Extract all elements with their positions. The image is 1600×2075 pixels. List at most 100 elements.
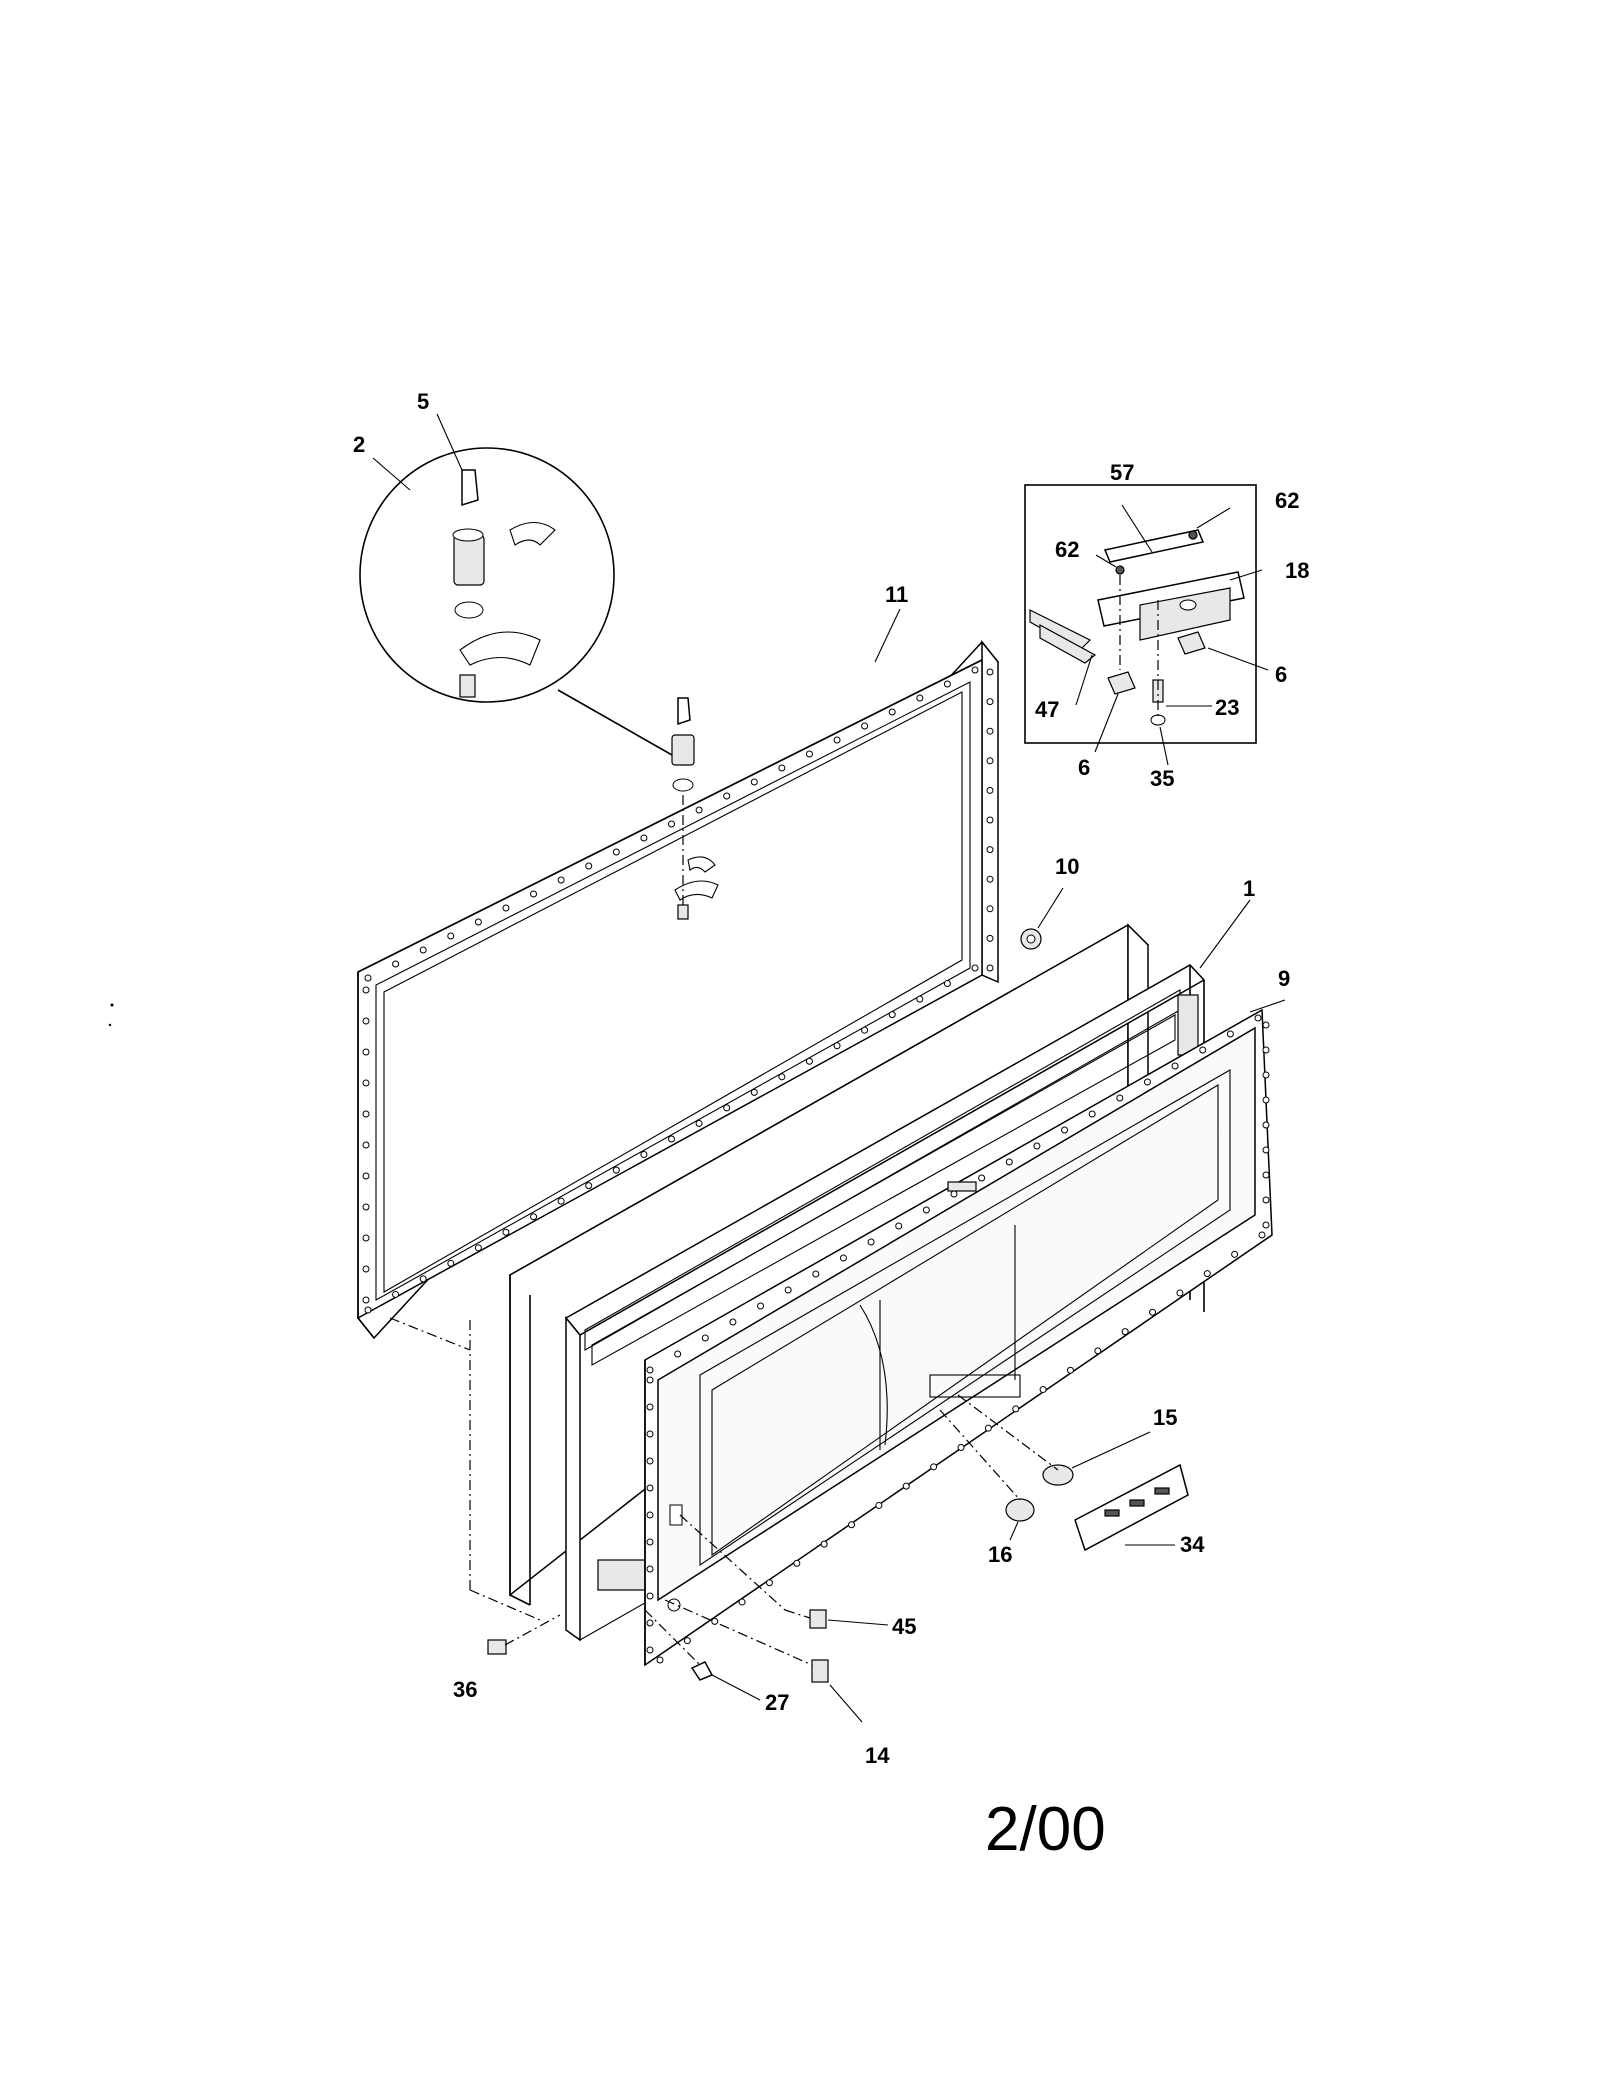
liner-hole bbox=[1033, 1142, 1041, 1150]
gasket-hole bbox=[986, 816, 994, 824]
liner-hole bbox=[765, 1579, 773, 1587]
liner-hole bbox=[1262, 1171, 1270, 1179]
liner-hole bbox=[793, 1559, 801, 1567]
liner-hole bbox=[646, 1646, 654, 1654]
gasket-hole bbox=[362, 1172, 370, 1180]
gasket-hole bbox=[362, 1141, 370, 1149]
liner-hole bbox=[1262, 1021, 1270, 1029]
liner-hole bbox=[1199, 1046, 1207, 1054]
gasket-hole bbox=[362, 1203, 370, 1211]
callout-27: 27 bbox=[765, 1690, 789, 1715]
gasket-hole bbox=[943, 980, 951, 988]
gasket-hole bbox=[668, 820, 675, 828]
liner-hole bbox=[757, 1302, 765, 1310]
callout-57: 57 bbox=[1110, 460, 1134, 485]
gasket-hole bbox=[695, 1119, 703, 1127]
liner-hole bbox=[875, 1501, 883, 1509]
liner-hole bbox=[1176, 1289, 1184, 1297]
gasket-hole bbox=[723, 1104, 731, 1112]
gasket-hole bbox=[362, 1296, 370, 1304]
callout-15: 15 bbox=[1153, 1405, 1177, 1430]
gasket-hole bbox=[971, 964, 979, 972]
gasket-hole bbox=[362, 1265, 370, 1273]
gasket-hole bbox=[986, 757, 994, 765]
liner-hole bbox=[957, 1444, 965, 1451]
gasket-hole bbox=[612, 1166, 620, 1174]
callout-18: 18 bbox=[1285, 558, 1309, 583]
part-9-inner-liner bbox=[644, 1008, 1273, 1667]
liner-hole bbox=[867, 1238, 875, 1246]
gasket-hole bbox=[861, 1026, 869, 1034]
gasket-hole bbox=[986, 786, 994, 794]
gasket-hole bbox=[668, 1135, 675, 1143]
liner-hole bbox=[1262, 1121, 1270, 1129]
liner-hole bbox=[729, 1318, 737, 1326]
liner-hole bbox=[1258, 1231, 1266, 1239]
part-27-screw bbox=[644, 1609, 761, 1701]
part-36-clip bbox=[389, 1317, 561, 1655]
liner-hole bbox=[683, 1637, 691, 1645]
gasket-hole bbox=[364, 974, 372, 982]
gasket-hole bbox=[419, 946, 427, 954]
lock-parts-exploded bbox=[671, 697, 719, 920]
gasket-hole bbox=[474, 1244, 482, 1252]
callout-6: 6 bbox=[1275, 662, 1287, 687]
gasket-hole bbox=[986, 846, 994, 854]
gasket-hole bbox=[805, 750, 813, 758]
part-11-lid-frame bbox=[357, 639, 999, 1340]
part-14-fastener bbox=[664, 1599, 863, 1723]
hinge-inset bbox=[1024, 484, 1269, 766]
liner-hole bbox=[1039, 1386, 1047, 1394]
gasket-hole bbox=[750, 1088, 758, 1096]
liner-hole bbox=[978, 1174, 986, 1182]
liner-hole bbox=[950, 1190, 958, 1198]
liner-hole bbox=[646, 1538, 654, 1546]
liner-hole bbox=[848, 1521, 856, 1529]
gasket-hole bbox=[362, 1110, 370, 1118]
speck bbox=[108, 1023, 112, 1027]
liner-hole bbox=[922, 1206, 930, 1214]
gasket-hole bbox=[723, 792, 731, 800]
callout-62: 62 bbox=[1055, 537, 1079, 562]
gasket-hole bbox=[888, 1011, 896, 1019]
liner-hole bbox=[711, 1617, 719, 1625]
liner-hole bbox=[930, 1463, 938, 1471]
callout-36: 36 bbox=[453, 1677, 477, 1702]
callout-2: 2 bbox=[353, 432, 365, 457]
gasket-hole bbox=[833, 736, 841, 744]
liner-hole bbox=[839, 1254, 847, 1262]
liner-hole bbox=[656, 1656, 664, 1664]
liner-hole bbox=[1094, 1347, 1102, 1355]
liner-hole bbox=[812, 1270, 820, 1278]
liner-hole bbox=[1254, 1014, 1262, 1022]
liner-hole bbox=[1005, 1158, 1013, 1166]
part-34-handle-cover bbox=[1074, 1463, 1189, 1552]
gasket-hole bbox=[419, 1275, 427, 1283]
liner-hole bbox=[646, 1376, 654, 1384]
gasket-hole bbox=[986, 934, 994, 942]
gasket-hole bbox=[557, 876, 565, 884]
gasket-hole bbox=[392, 960, 400, 968]
liner-hole bbox=[646, 1430, 654, 1438]
callout-14: 14 bbox=[865, 1743, 890, 1768]
revision-date: 2/00 bbox=[985, 1795, 1106, 1864]
gasket-hole bbox=[530, 890, 538, 898]
liner-hole bbox=[1262, 1146, 1270, 1154]
callout-35: 35 bbox=[1150, 766, 1174, 791]
callout-11: 11 bbox=[885, 582, 908, 607]
gasket-hole bbox=[362, 1048, 370, 1056]
liner-hole bbox=[1226, 1030, 1234, 1038]
gasket-hole bbox=[695, 806, 703, 814]
gasket-hole bbox=[986, 875, 994, 883]
part-45-switch bbox=[679, 1514, 889, 1629]
gasket-hole bbox=[778, 764, 786, 772]
liner-hole bbox=[646, 1592, 654, 1600]
gasket-hole bbox=[986, 905, 994, 913]
gasket-hole bbox=[986, 668, 994, 676]
part-15-16-hardware bbox=[939, 1394, 1151, 1541]
gasket-hole bbox=[530, 1213, 538, 1221]
liner-hole bbox=[1231, 1250, 1239, 1258]
gasket-hole bbox=[805, 1057, 813, 1065]
gasket-hole bbox=[916, 995, 924, 1003]
